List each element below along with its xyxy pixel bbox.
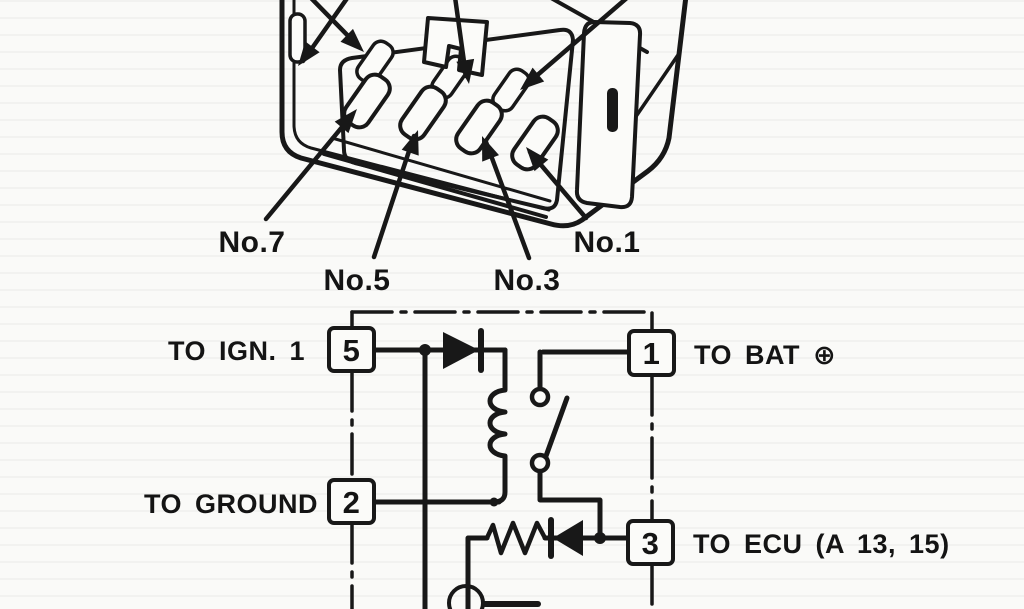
terminal-number-2: 2 xyxy=(343,485,361,520)
arrow-icon xyxy=(526,147,549,172)
side-panel-slot xyxy=(607,88,618,132)
coil-icon xyxy=(487,347,508,505)
pin-pointer-lines xyxy=(263,0,628,261)
arrow-icon xyxy=(401,130,419,156)
arrow-icon xyxy=(520,67,545,90)
terminal-number-5: 5 xyxy=(343,333,361,368)
junction-dot xyxy=(594,532,606,544)
pin-label-no1: No.1 xyxy=(573,226,640,259)
pin-label-no5: No.5 xyxy=(323,264,390,297)
label-to-ecu: TO ECU (A 13, 15) xyxy=(693,529,950,559)
diode-icon xyxy=(443,328,484,373)
arrow-icon xyxy=(298,41,320,66)
pin-blade-no1 xyxy=(510,114,560,172)
terminal-box-5 xyxy=(327,326,376,373)
arrow-icon xyxy=(340,28,364,52)
terminal-number-3: 3 xyxy=(642,526,660,561)
terminal-box-2 xyxy=(327,478,376,525)
pin-blade-no5 xyxy=(398,84,448,142)
label-to-ign1: TO IGN. 1 xyxy=(168,336,305,366)
terminal-boxes: 5 1 2 3 xyxy=(327,326,676,566)
terminal-number-1: 1 xyxy=(643,336,661,371)
bottom-component-icon xyxy=(447,584,485,609)
terminal-box-1 xyxy=(627,329,676,377)
relay-case-boundary xyxy=(350,310,654,609)
pin-blade-no3 xyxy=(454,98,504,156)
pin-label-no7: No.7 xyxy=(218,226,285,259)
resistor-icon xyxy=(484,520,548,556)
arrow-icon xyxy=(456,58,475,84)
label-to-ground: TO GROUND xyxy=(144,489,318,519)
diode2-icon xyxy=(548,517,583,559)
label-to-bat: TO BAT ⊕ xyxy=(694,340,836,370)
pin-label-no3: No.3 xyxy=(493,264,560,297)
pin-blade xyxy=(355,39,395,85)
arrow-icon xyxy=(482,136,500,162)
arrow-icon xyxy=(334,109,357,134)
junction-dot xyxy=(489,497,499,507)
switch-icon xyxy=(529,386,570,474)
terminal-box-3 xyxy=(626,519,675,566)
junction-dot xyxy=(419,344,431,356)
connector-illustration: No.7 No.5 No.3 No.1 xyxy=(218,0,689,297)
connector-housing xyxy=(279,0,689,229)
housing-lock-tab xyxy=(288,12,307,64)
relay-schematic: 5 1 2 3 TO IGN. 1 TO BAT ⊕ TO GROUND TO … xyxy=(144,310,950,609)
